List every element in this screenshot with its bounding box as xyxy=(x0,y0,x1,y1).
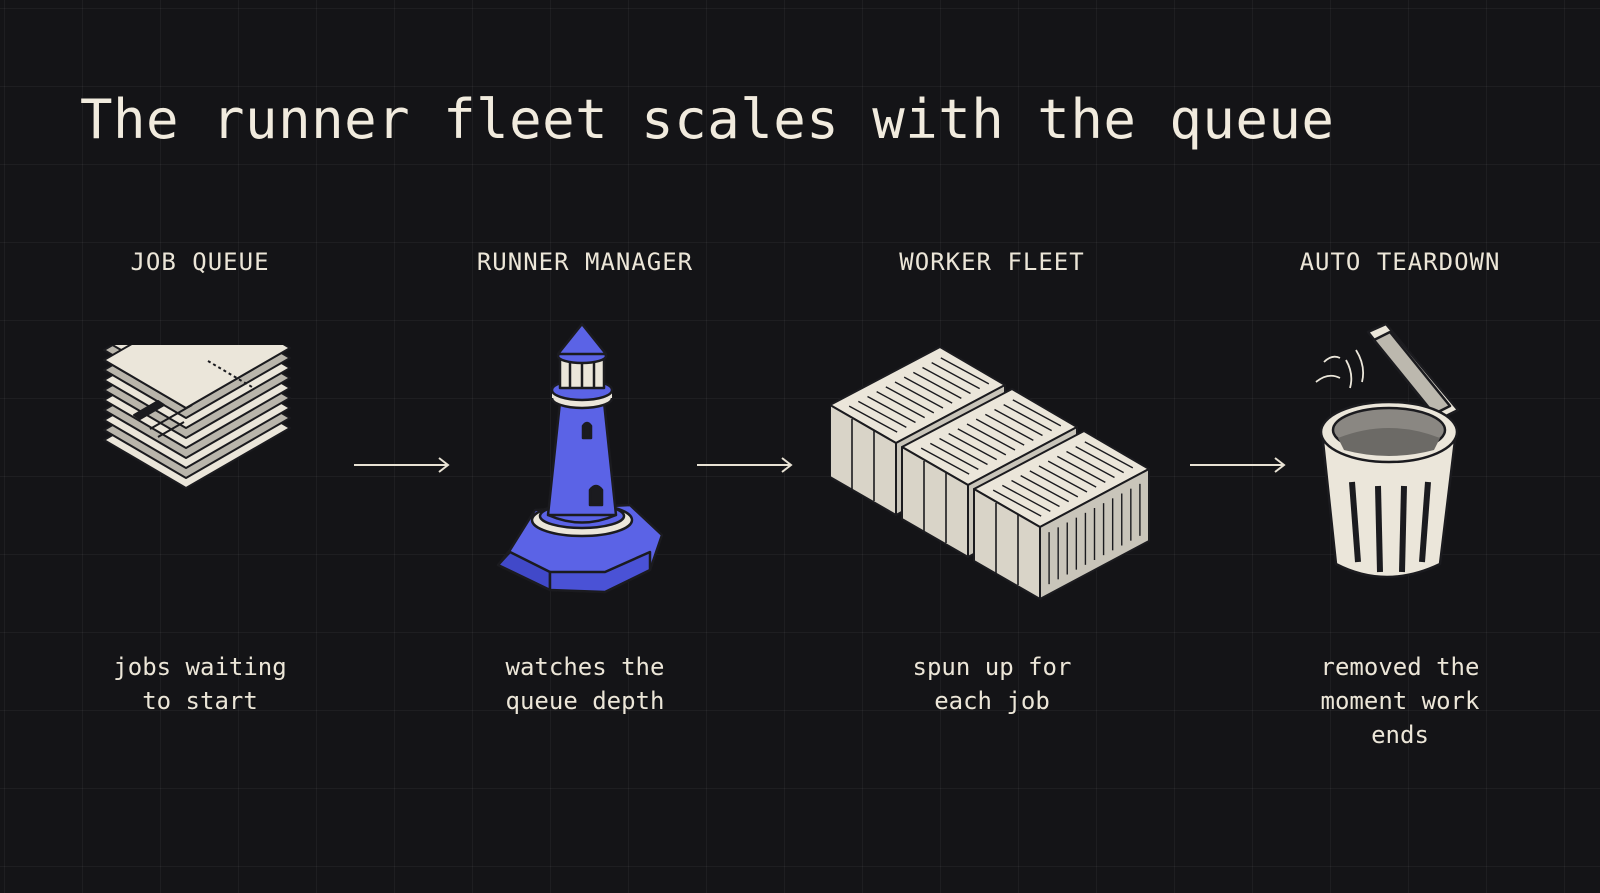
stage-label-job-queue: JOB QUEUE xyxy=(130,248,270,276)
shipping-containers-icon xyxy=(830,346,1150,600)
ticket-stack-icon xyxy=(103,345,291,489)
stage-caption-runner-manager: watches the queue depth xyxy=(505,653,665,715)
stage-caption-auto-teardown: removed the moment work ends xyxy=(1320,653,1480,749)
stage-label-worker-fleet: WORKER FLEET xyxy=(899,248,1085,276)
stage-caption-job-queue: jobs waiting to start xyxy=(113,653,287,715)
stage-label-auto-teardown: AUTO TEARDOWN xyxy=(1299,248,1501,276)
stage-label-runner-manager: RUNNER MANAGER xyxy=(476,248,694,276)
arrow-right-icon xyxy=(1190,457,1286,473)
trash-bin-icon xyxy=(1315,322,1460,579)
lighthouse-icon xyxy=(496,322,664,594)
page-title: The runner fleet scales with the queue xyxy=(80,88,1335,151)
arrow-right-icon xyxy=(354,457,450,473)
arrow-right-icon xyxy=(697,457,793,473)
stage-caption-worker-fleet: spun up for each job xyxy=(912,653,1072,715)
